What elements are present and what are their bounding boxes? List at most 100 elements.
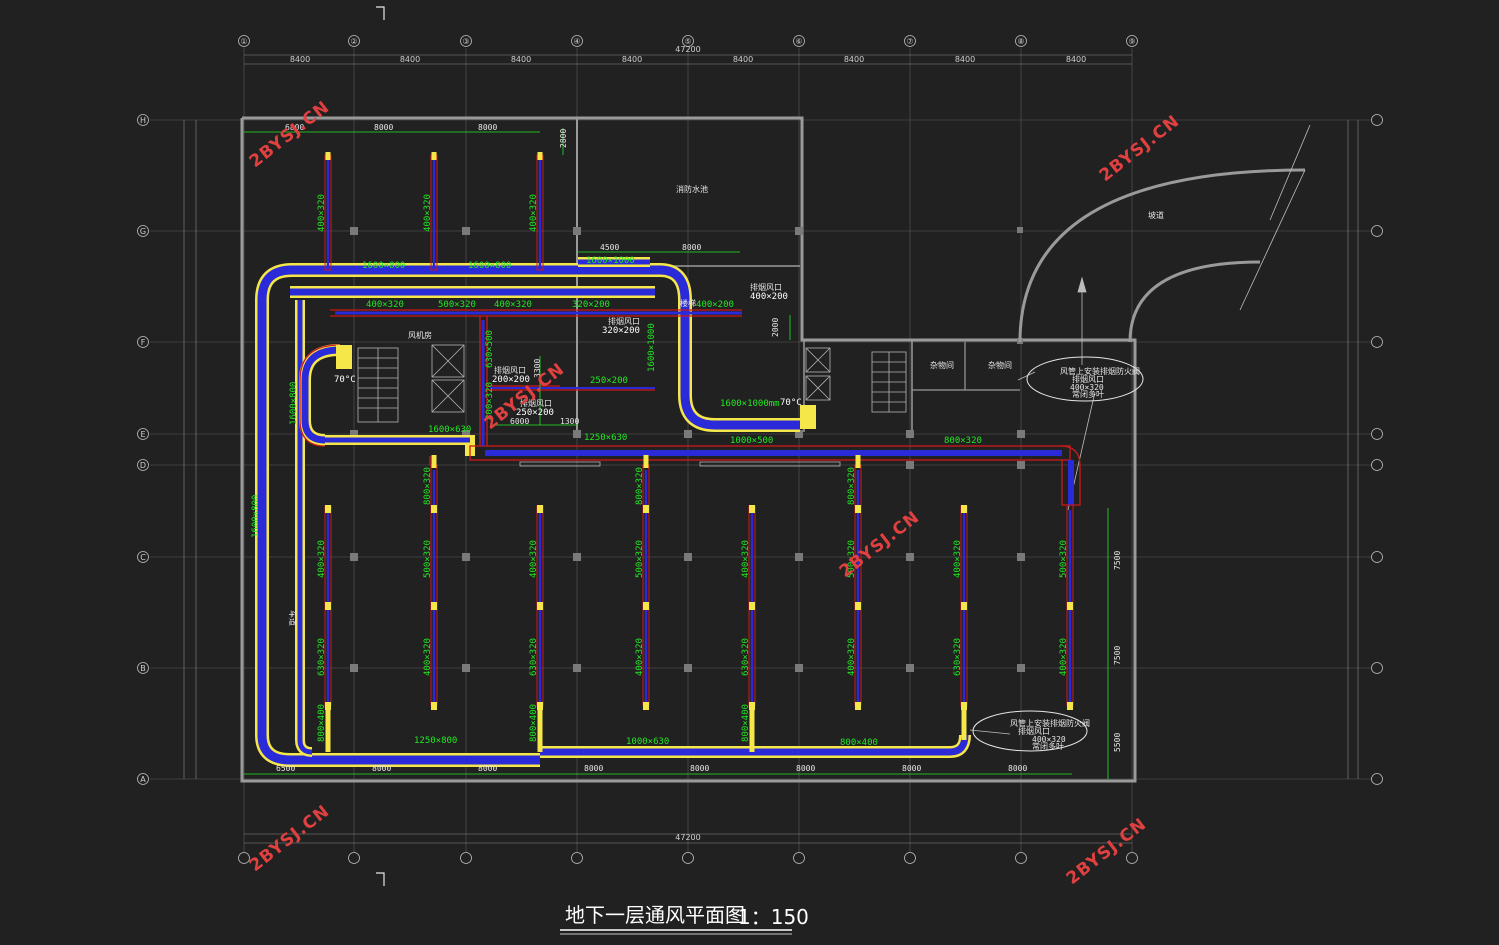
callout-2-line1: 风管上安装排烟防火阀 — [1010, 718, 1090, 728]
ramp-lines — [969, 124, 1311, 735]
axis-row-f: F — [141, 338, 146, 347]
dim-top-1: 6800 — [285, 123, 304, 132]
branch-a-3: 800×400 — [741, 704, 751, 742]
callout-1-extra: 常闭多叶 — [1072, 389, 1104, 399]
axis-col-8: ⑧ — [1017, 37, 1024, 46]
axis-labels: ① ② ③ ④ ⑤ ⑥ ⑦ ⑧ ⑨ H G F E D C B A 47200 … — [140, 37, 1136, 842]
branch-c-5: 400×320 — [741, 540, 751, 578]
branch-top-3: 400×320 — [529, 194, 539, 232]
duct-b-800: 800×400 — [840, 738, 878, 748]
bay-dim-6: 8400 — [844, 55, 864, 64]
duct-h5: 400×200 — [696, 300, 734, 310]
axis-row-h: H — [140, 116, 146, 125]
axis-col-3: ③ — [462, 37, 469, 46]
room-fan: 风机房 — [408, 330, 432, 340]
bay-dim-3: 8400 — [511, 55, 531, 64]
duct-h6: 250×200 — [590, 376, 628, 386]
branch-b-7: 630×320 — [953, 638, 963, 676]
bay-dim-7: 8400 — [955, 55, 975, 64]
exhaust-note-4-size: 250×200 — [516, 408, 554, 418]
branch-a-2: 800×400 — [529, 704, 539, 742]
dim-bottom-4: 8000 — [584, 764, 603, 773]
dim-bottom-6: 8000 — [796, 764, 815, 773]
branch-b-3: 630×320 — [529, 638, 539, 676]
callout-ellipses — [972, 356, 1144, 752]
room-stair: 楼梯 — [680, 298, 696, 308]
dim-bottom-7: 8000 — [902, 764, 921, 773]
callout-1-line2: 排烟风口 — [1072, 374, 1104, 384]
bay-dim-4: 8400 — [622, 55, 642, 64]
branch-c-3: 400×320 — [529, 540, 539, 578]
axis-col-5: ⑤ — [684, 37, 691, 46]
outer-dimension-lines — [183, 54, 1359, 844]
ramp-curves — [1018, 168, 1306, 343]
axis-col-1: ① — [240, 37, 247, 46]
branch-c-4: 500×320 — [635, 540, 645, 578]
room-ramp: 坡道 — [1148, 210, 1164, 220]
dim-top-5: 8000 — [682, 243, 701, 252]
bay-dim-2: 8400 — [400, 55, 420, 64]
watermark-6: 2BYSJ.CN — [1063, 814, 1151, 889]
duct-right-main: 1600×1000mm — [720, 399, 780, 409]
left-duct-core — [257, 300, 540, 765]
branch-b-1: 630×320 — [317, 638, 327, 676]
callout-2-line2: 排烟风口 — [1018, 726, 1050, 736]
temp-label-1: 70°C — [334, 375, 356, 385]
watermark-1: 2BYSJ.CN — [246, 97, 334, 172]
room-storage-1: 杂物间 — [930, 360, 954, 370]
duct-main-top-2: 1600×800 — [468, 261, 511, 271]
structural-columns — [350, 227, 1025, 672]
bay-dim-1: 8400 — [290, 55, 310, 64]
branch-b-4: 400×320 — [635, 638, 645, 676]
duct-network — [255, 257, 971, 767]
duct-d1: 1250×630 — [584, 433, 627, 443]
room-labels: 消防水池 风机房 杂物间 杂物间 坡道 车道 楼梯 — [288, 184, 1164, 626]
axis-bubbles-top — [137, 35, 1383, 864]
exhaust-ducts — [330, 309, 1081, 506]
dim-bottom-1: 6500 — [276, 764, 295, 773]
branch-top-1: 400×320 — [317, 194, 327, 232]
left-curve-red — [299, 344, 341, 447]
callout-1-line1: 风管上安装排烟防火阀 — [1060, 366, 1140, 376]
duct-b-1000: 1000×630 — [626, 737, 669, 747]
duct-mid-branch: 1600×630 — [428, 425, 471, 435]
room-storage-2: 杂物间 — [988, 360, 1012, 370]
branch-c-1: 400×320 — [317, 540, 327, 578]
branch-d-2: 800×320 — [635, 467, 645, 505]
exhaust-notes: 排烟风口 400×200 排烟风口 320×200 排烟风口 200×200 排… — [492, 282, 788, 418]
duct-h4: 320×200 — [572, 300, 610, 310]
green-dimensions — [244, 128, 1109, 779]
callout-2-extra: 常闭多叶 — [1032, 741, 1064, 751]
branch-b-2: 400×320 — [423, 638, 433, 676]
axis-row-d: D — [140, 461, 146, 470]
dim-bottom-5: 8000 — [690, 764, 709, 773]
branch-c-7: 400×320 — [953, 540, 963, 578]
axis-row-e: E — [140, 430, 145, 439]
axis-col-7: ⑦ — [906, 37, 913, 46]
axis-row-a: A — [140, 775, 146, 784]
dim-top-2: 8000 — [374, 123, 393, 132]
section-markers — [376, 6, 385, 886]
dim-right-2: 7500 — [1113, 646, 1122, 665]
room-fire-pool: 消防水池 — [676, 184, 708, 194]
dim-right-1: 7500 — [1113, 551, 1122, 570]
duct-h2: 500×320 — [438, 300, 476, 310]
axis-col-9: ⑨ — [1128, 37, 1135, 46]
branch-d-3: 800×320 — [847, 467, 857, 505]
duct-left-vert-1: 1600×800 — [289, 382, 299, 425]
exhaust-note-2: 排烟风口 — [608, 316, 640, 326]
axis-row-b: B — [140, 664, 146, 673]
duct-h10: 800×320 — [485, 382, 495, 420]
duct-h7: 630×500 — [485, 330, 495, 368]
vertical-branches — [324, 152, 1074, 752]
inner-left-core — [297, 300, 313, 755]
watermark-2: 2BYSJ.CN — [1096, 111, 1184, 186]
duct-d3: 800×320 — [944, 436, 982, 446]
right-dimension-labels: 7500 7500 5500 2800 2000 3300 6000 1300 — [510, 129, 1122, 752]
callout-texts: 风管上安装排烟防火阀 排烟风口 400×320 常闭多叶 风管上安装排烟防火阀 … — [1010, 366, 1140, 751]
exhaust-note-1: 排烟风口 — [750, 282, 782, 292]
dim-bottom-8: 8000 — [1008, 764, 1027, 773]
room-lane: 车道 — [288, 610, 298, 626]
bottom-dimension-labels: 6500 8000 8000 8000 8000 8000 8000 8000 — [276, 764, 1027, 773]
temp-label-2: 70°C — [780, 398, 802, 408]
